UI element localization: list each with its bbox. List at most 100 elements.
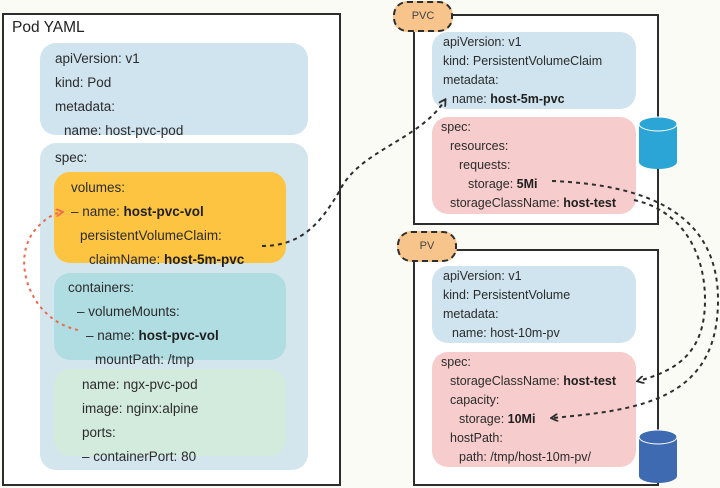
- yaml-line: name: host-pvc-pod: [55, 119, 308, 143]
- containers-lines: containers: – volumeMounts: – name: host-p…: [68, 276, 286, 372]
- pv-tag: PV: [397, 231, 457, 262]
- pv-storage-cylinder-icon: [638, 429, 678, 483]
- yaml-line: – name: host-pvc-vol: [68, 324, 286, 348]
- yaml-value: nginx:alpine: [126, 401, 199, 416]
- yaml-line: capacity:: [441, 391, 636, 410]
- yaml-line: kind: Pod: [55, 71, 308, 95]
- yaml-key: kind:: [55, 75, 88, 90]
- yaml-key: hostPath:: [450, 431, 503, 445]
- yaml-key: path:: [459, 450, 491, 464]
- yaml-value: v1: [508, 35, 522, 49]
- yaml-key: spec:: [441, 355, 471, 369]
- yaml-value: 80: [181, 449, 197, 464]
- yaml-key: kind:: [443, 288, 473, 302]
- yaml-value: Pod: [87, 75, 112, 90]
- yaml-key: capacity:: [450, 393, 500, 407]
- pv-metadata-card: apiVersion: v1 kind: PersistentVolume meta…: [432, 266, 636, 343]
- yaml-value: host-pvc-vol: [123, 204, 204, 219]
- yaml-line: name: host-5m-pvc: [443, 90, 636, 109]
- yaml-key: – name:: [86, 328, 139, 343]
- yaml-value: host-5m-pvc: [490, 92, 565, 106]
- yaml-line: spec:: [441, 353, 636, 372]
- yaml-line: persistentVolumeClaim:: [71, 224, 286, 248]
- yaml-value: v1: [125, 51, 140, 66]
- yaml-key: claimName:: [89, 252, 165, 267]
- yaml-line: metadata:: [55, 95, 308, 119]
- yaml-value: v1: [508, 269, 522, 283]
- pv-spec-lines: spec: storageClassName: host-test capacity…: [441, 353, 636, 467]
- yaml-line: – containerPort: 80: [82, 445, 286, 469]
- yaml-key: name:: [82, 377, 124, 392]
- yaml-key: – containerPort:: [82, 449, 182, 464]
- yaml-key: apiVersion:: [443, 269, 509, 283]
- pod-spec-label: spec:: [55, 150, 88, 165]
- yaml-line: – volumeMounts:: [68, 300, 286, 324]
- yaml-key: storage:: [468, 177, 517, 191]
- yaml-line: mountPath: /tmp: [68, 348, 286, 372]
- yaml-key: ports:: [82, 425, 116, 440]
- yaml-value: /tmp: [167, 352, 195, 367]
- yaml-value: host-5m-pvc: [164, 252, 245, 267]
- storage-class-arrow: [633, 199, 707, 381]
- yaml-key: name:: [452, 326, 491, 340]
- yaml-line: name: host-10m-pv: [443, 324, 636, 343]
- yaml-line: storageClassName: host-test: [441, 194, 636, 213]
- yaml-key: name:: [64, 123, 106, 138]
- yaml-line: image: nginx:alpine: [82, 397, 286, 421]
- yaml-value: host-test: [563, 374, 617, 388]
- claim-to-pvc-arrow: [261, 100, 445, 247]
- containers-card: containers: – volumeMounts: – name: host-p…: [54, 273, 286, 367]
- volumes-lines: volumes: – name: host-pvc-vol persistentVo…: [71, 176, 286, 272]
- yaml-key: volumes:: [71, 180, 126, 195]
- yaml-key: image:: [82, 401, 127, 416]
- yaml-key: requests:: [459, 158, 511, 172]
- yaml-line: volumes:: [71, 176, 286, 200]
- yaml-line: metadata:: [443, 71, 636, 90]
- yaml-key: metadata:: [55, 99, 116, 114]
- yaml-line: storageClassName: host-test: [441, 372, 636, 391]
- yaml-line: apiVersion: v1: [443, 33, 636, 52]
- yaml-line: spec:: [441, 118, 636, 137]
- yaml-line: name: ngx-pvc-pod: [82, 373, 286, 397]
- yaml-key: – name:: [71, 204, 124, 219]
- yaml-key: storageClassName:: [450, 374, 564, 388]
- yaml-value: host-pvc-vol: [138, 328, 219, 343]
- yaml-line: metadata:: [443, 305, 636, 324]
- yaml-key: – volumeMounts:: [77, 304, 180, 319]
- yaml-value: PersistentVolume: [472, 288, 571, 302]
- yaml-key: apiVersion:: [55, 51, 126, 66]
- yaml-value: PersistentVolumeClaim: [472, 54, 603, 68]
- volume-mount-link-arrow: [23, 212, 79, 331]
- yaml-key: spec:: [441, 120, 471, 134]
- pvc-storage-cylinder-icon: [638, 116, 678, 169]
- yaml-line: path: /tmp/host-10m-pv/: [441, 448, 636, 467]
- yaml-key: mountPath:: [95, 352, 168, 367]
- yaml-line: apiVersion: v1: [55, 47, 308, 71]
- yaml-value: host-pvc-pod: [105, 123, 184, 138]
- yaml-key: kind:: [443, 54, 473, 68]
- yaml-line: apiVersion: v1: [443, 267, 636, 286]
- yaml-line: kind: PersistentVolumeClaim: [443, 52, 636, 71]
- pvc-tag: PVC: [393, 1, 453, 32]
- yaml-key: metadata:: [443, 73, 499, 87]
- yaml-key: persistentVolumeClaim:: [80, 228, 222, 243]
- yaml-value: host-10m-pv: [490, 326, 560, 340]
- yaml-key: storageClassName:: [450, 196, 564, 210]
- yaml-line: storage: 5Mi: [441, 175, 636, 194]
- volumes-card: volumes: – name: host-pvc-vol persistentVo…: [54, 172, 286, 267]
- yaml-value: host-test: [563, 196, 617, 210]
- yaml-line: requests:: [441, 156, 636, 175]
- yaml-line: hostPath:: [441, 429, 636, 448]
- yaml-line: ports:: [82, 421, 286, 445]
- yaml-value: 10Mi: [507, 412, 536, 426]
- pod-yaml-title: Pod YAML: [12, 19, 85, 36]
- yaml-line: containers:: [68, 276, 286, 300]
- yaml-value: ngx-pvc-pod: [123, 377, 198, 392]
